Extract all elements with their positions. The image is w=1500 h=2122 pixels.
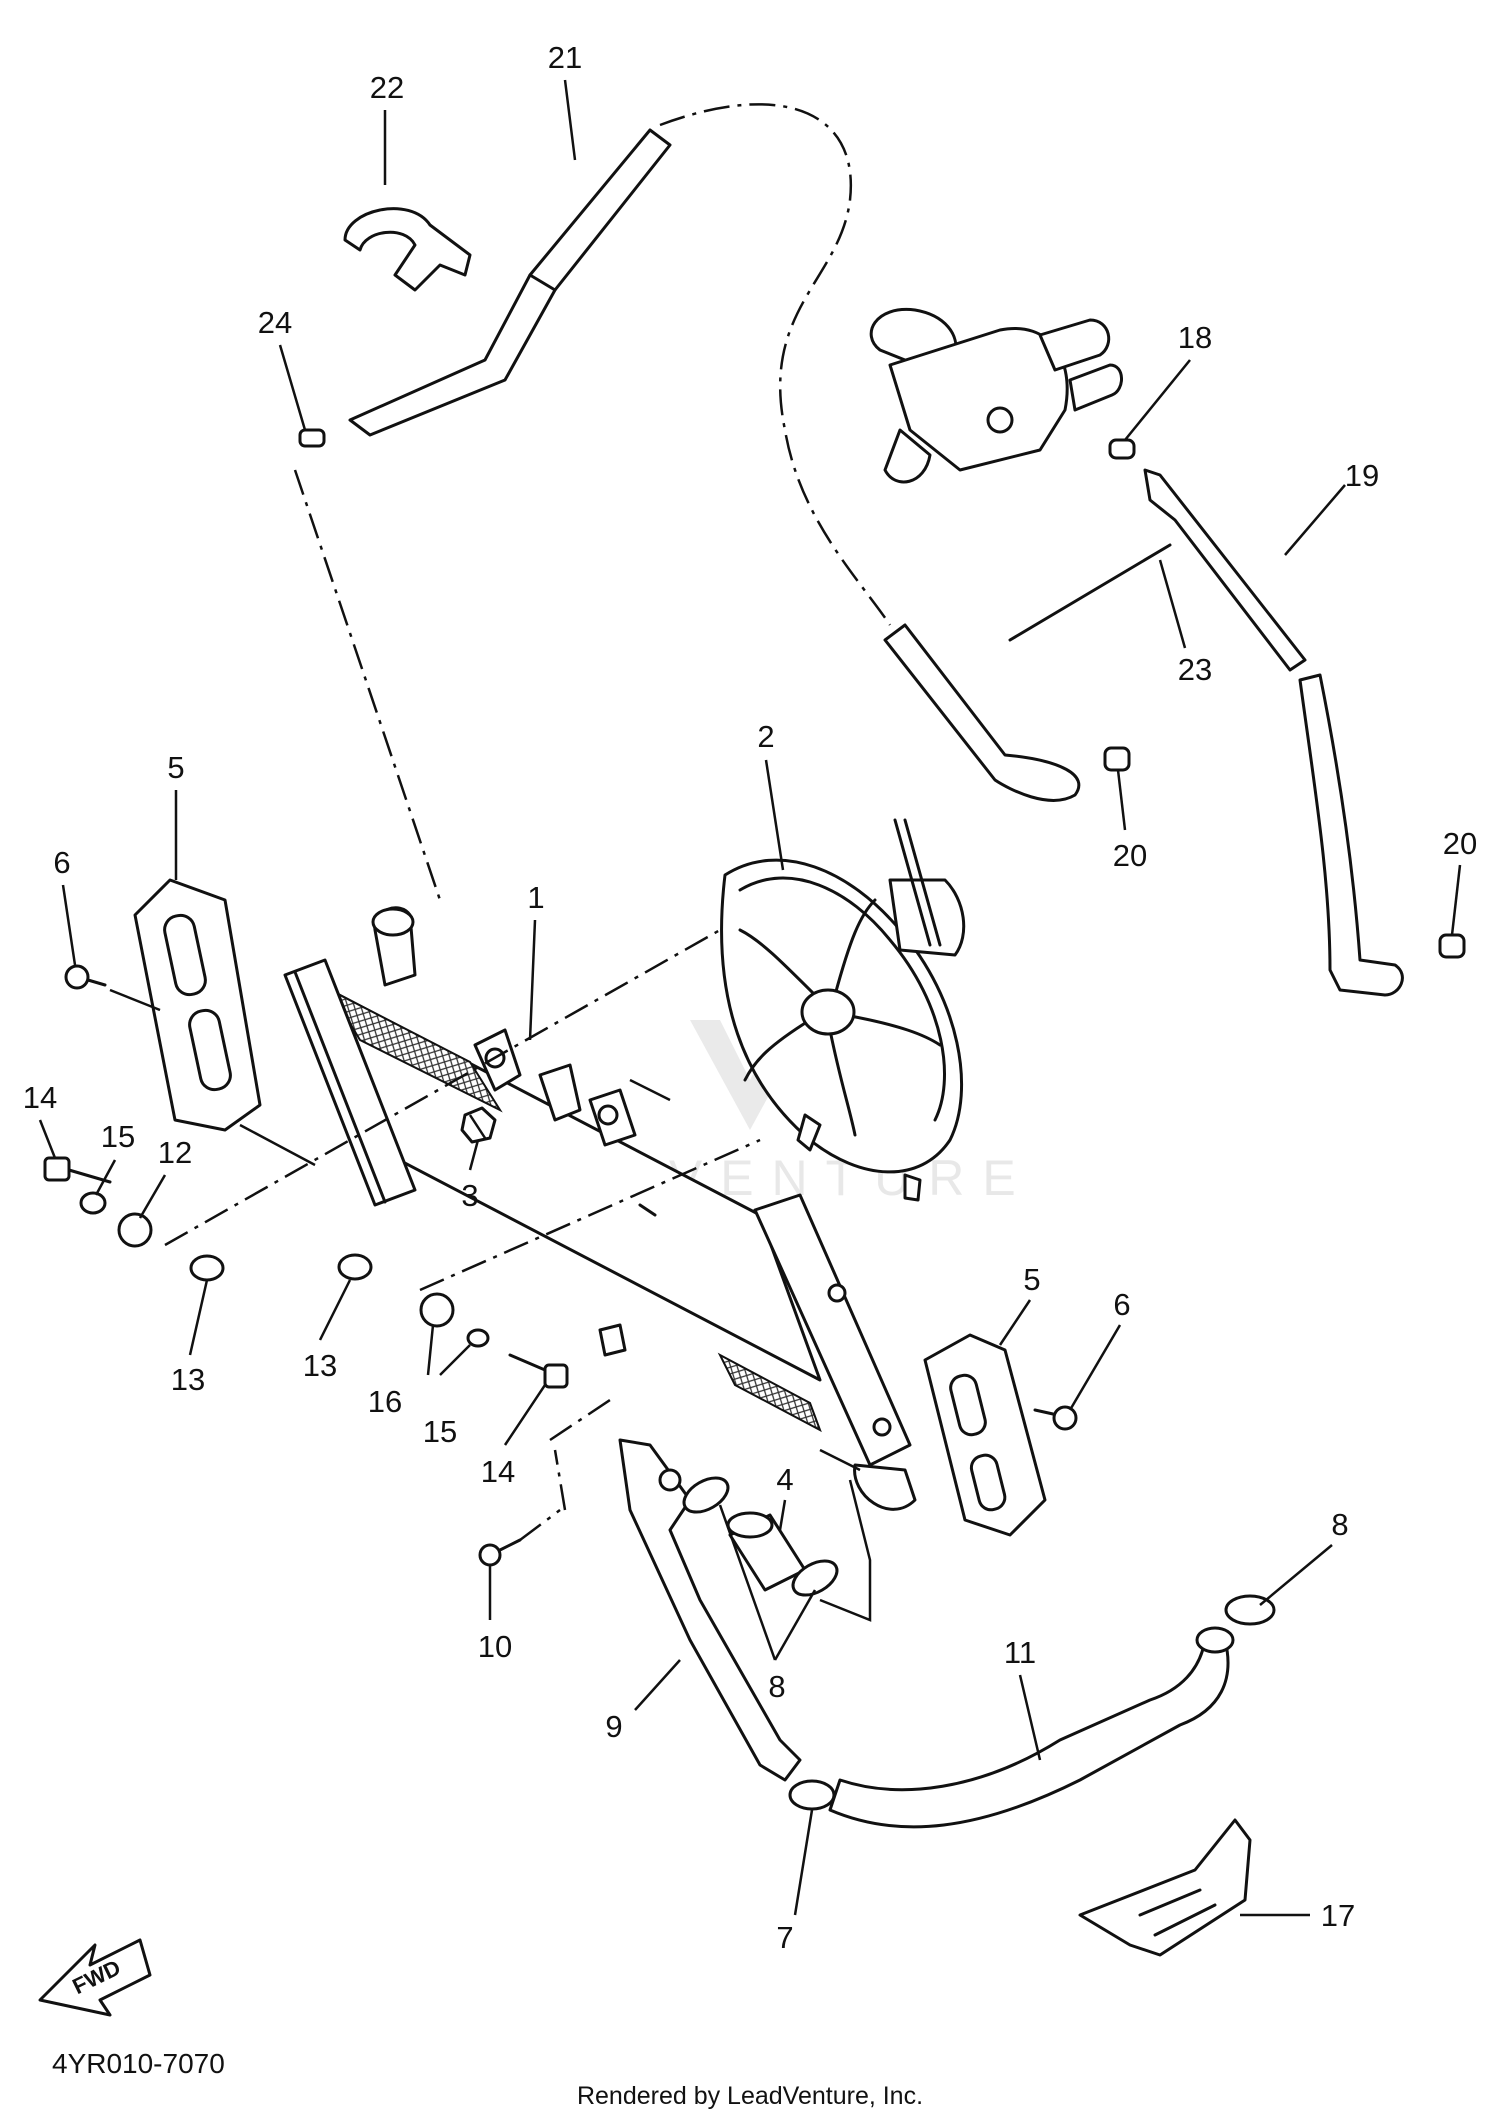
callout-7: 7 xyxy=(776,1920,793,1955)
hose-21 xyxy=(348,128,672,437)
bracket-5-left xyxy=(133,878,262,1132)
callout-6-right: 6 xyxy=(1113,1287,1130,1322)
callout-leaders xyxy=(38,79,1462,1917)
bracket-5-right xyxy=(923,1333,1047,1537)
hose-upper-right xyxy=(883,623,1081,802)
fan-assembly xyxy=(720,818,966,1202)
callout-17: 17 xyxy=(1321,1898,1355,1933)
cover-plate-17 xyxy=(1078,1818,1252,1957)
bolt-6-right xyxy=(1033,1405,1078,1431)
clip-20-lower xyxy=(1438,933,1466,959)
callout-19: 19 xyxy=(1345,458,1379,493)
callout-10: 10 xyxy=(478,1629,512,1664)
callout-13-left: 13 xyxy=(171,1362,205,1397)
hose-11 xyxy=(828,1626,1235,1829)
callout-5-right: 5 xyxy=(1023,1262,1040,1297)
callout-16: 16 xyxy=(368,1384,402,1419)
callout-15-left: 15 xyxy=(101,1119,135,1154)
callout-23: 23 xyxy=(1178,652,1212,687)
callout-14-right: 14 xyxy=(481,1454,515,1489)
callout-6-left: 6 xyxy=(53,845,70,880)
reference-lines xyxy=(109,103,892,1622)
callout-21: 21 xyxy=(548,40,582,75)
callout-18: 18 xyxy=(1178,320,1212,355)
callout-15-right: 15 xyxy=(423,1414,457,1449)
washer-15-left xyxy=(79,1191,107,1215)
bolt-14-left xyxy=(43,1156,112,1184)
callout-20-upper: 20 xyxy=(1113,838,1147,873)
hose-19 xyxy=(1143,468,1404,997)
clip-18 xyxy=(1108,438,1136,460)
clip-20-upper xyxy=(1103,746,1131,772)
callout-3: 3 xyxy=(461,1178,478,1213)
clamp-8-a xyxy=(682,1476,730,1514)
clip-24 xyxy=(298,428,326,448)
screw-10 xyxy=(478,1538,522,1567)
render-credit: Rendered by LeadVenture, Inc. xyxy=(576,2082,924,2110)
callout-8-lower: 8 xyxy=(768,1669,785,1704)
grommet-16 xyxy=(419,1292,455,1328)
callout-labels: 1 2 3 4 5 5 6 6 7 8 8 9 10 11 12 13 13 1… xyxy=(23,40,1477,1955)
thermostat-housing xyxy=(869,308,1123,484)
clamp-8-b xyxy=(791,1559,839,1597)
grommet-12 xyxy=(117,1212,153,1248)
callout-2: 2 xyxy=(757,719,774,754)
callout-8-right: 8 xyxy=(1331,1507,1348,1542)
callout-4: 4 xyxy=(776,1462,793,1497)
callout-14-left: 14 xyxy=(23,1080,57,1115)
clamp-7 xyxy=(788,1779,836,1811)
callout-20-lower: 20 xyxy=(1443,826,1477,861)
bolt-14-right xyxy=(508,1353,569,1389)
callout-1: 1 xyxy=(527,880,544,915)
hose-9 xyxy=(618,1438,802,1782)
callout-22: 22 xyxy=(370,70,404,105)
clamp-22 xyxy=(343,207,472,292)
callout-11: 11 xyxy=(1004,1635,1036,1670)
collar-13-left xyxy=(189,1254,225,1282)
fwd-arrow-icon: FWD xyxy=(38,1938,152,2017)
washer-15-right xyxy=(466,1328,490,1348)
bolt-6-left xyxy=(64,964,107,990)
tie-23 xyxy=(1008,543,1172,642)
callout-9: 9 xyxy=(605,1709,622,1744)
callout-13-right: 13 xyxy=(303,1348,337,1383)
callout-12: 12 xyxy=(158,1135,192,1170)
diagram-code: 4YR010-7070 xyxy=(52,2048,225,2079)
callout-5-left: 5 xyxy=(167,750,184,785)
radiator xyxy=(283,906,917,1511)
collar-13-right xyxy=(337,1253,373,1281)
callout-24: 24 xyxy=(258,305,292,340)
